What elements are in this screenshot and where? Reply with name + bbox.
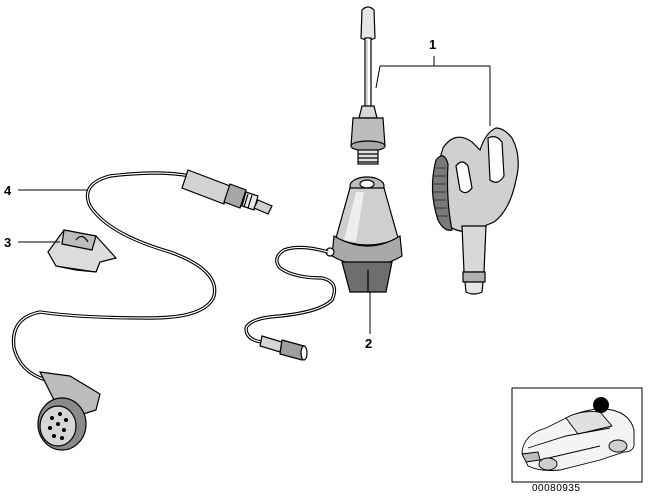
callout-1: 1 <box>429 37 437 52</box>
antenna-location-marker <box>593 397 609 413</box>
antenna-lead-connector-icon <box>259 335 308 361</box>
callout-3: 3 <box>4 235 12 250</box>
callout-2: 2 <box>365 336 373 351</box>
antenna-plug-icon <box>181 169 273 215</box>
antenna-cable-icon <box>11 171 217 382</box>
antenna-base-icon <box>325 176 403 293</box>
diagram-reference-number: 00080935 <box>532 483 581 494</box>
antenna-lead-cable <box>244 245 337 344</box>
callout-4: 4 <box>4 183 12 198</box>
leader-lines <box>18 56 491 334</box>
antenna-rod-icon <box>350 6 386 165</box>
car-locator-icon <box>521 408 635 471</box>
retaining-clip-icon <box>47 229 118 273</box>
mounting-key-icon <box>431 127 519 295</box>
angled-connector-icon <box>37 371 101 451</box>
car-locator-inset <box>511 387 643 483</box>
